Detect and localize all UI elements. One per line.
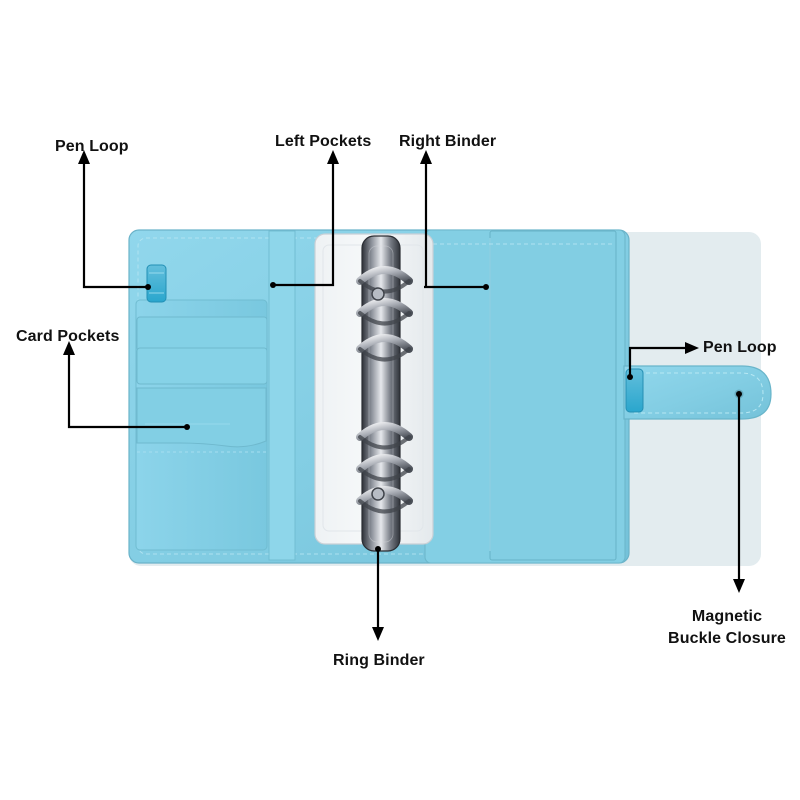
card-slot-3	[136, 387, 267, 448]
card-pockets-marker	[184, 424, 190, 430]
label-magnetic-buckle-closure: Magnetic Buckle Closure	[662, 606, 792, 650]
magnetic-closure	[623, 365, 772, 420]
arrow-up-pen-loop-left	[78, 150, 90, 164]
arrow-down-magnetic-closure	[733, 579, 745, 593]
ring-5	[356, 454, 413, 482]
left-pockets-marker	[270, 282, 276, 288]
annotation-arrowheads	[63, 150, 745, 641]
pen-loop-right-pointer	[628, 346, 690, 377]
pen-loop-right-marker	[627, 374, 633, 380]
label-ring-binder: Ring Binder	[333, 652, 425, 669]
card-slot-2	[136, 347, 268, 385]
pen-loop-left-marker	[145, 284, 151, 290]
right-binder-marker	[483, 284, 489, 290]
label-right-binder: Right Binder	[399, 133, 497, 150]
ring-binder-marker	[375, 546, 381, 552]
label-left-pockets: Left Pockets	[275, 133, 372, 150]
label-pen-loop-right: Pen Loop	[703, 339, 777, 356]
ring-3	[356, 334, 413, 362]
arrow-up-right-binder	[420, 150, 432, 164]
right-panel	[424, 229, 626, 564]
magnetic-closure-marker	[736, 391, 742, 397]
arrow-up-card-pockets	[63, 341, 75, 355]
label-pen-loop-left: Pen Loop	[55, 138, 129, 155]
annotation-lines	[67, 160, 741, 630]
ring-binder	[356, 235, 413, 552]
arrow-down-ring-binder	[372, 627, 384, 641]
left-pen-loop	[146, 264, 167, 303]
ring-1	[356, 266, 413, 294]
left-pockets	[135, 230, 296, 561]
ring-4	[356, 422, 413, 450]
left-pocket-edge	[268, 230, 296, 561]
label-magnetic-line-2: Buckle Closure	[668, 630, 786, 647]
ring-6	[356, 486, 413, 514]
arrow-up-left-pockets	[327, 150, 339, 164]
pen-loop-left-pointer	[82, 160, 148, 289]
ring-2	[356, 298, 413, 326]
left-pockets-pointer	[273, 160, 335, 287]
card-pockets-pointer	[67, 351, 187, 429]
label-magnetic-line-1: Magnetic	[691, 608, 763, 625]
card-slot-1	[136, 316, 268, 352]
label-card-pockets: Card Pockets	[16, 328, 120, 345]
arrow-right-pen-loop	[685, 342, 699, 354]
